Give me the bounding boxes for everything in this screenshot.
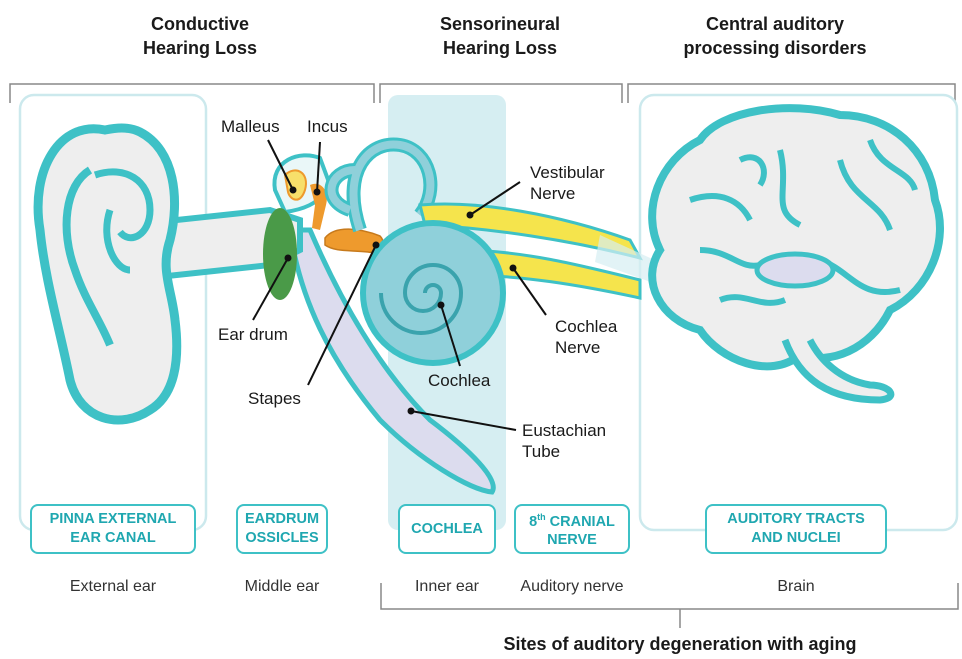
region-middle-ear: Middle ear (220, 578, 344, 596)
label-incus: Incus (307, 116, 348, 137)
box-pinna-line2: EAR CANAL (70, 529, 155, 548)
header-central-line2: processing disorders (660, 36, 890, 60)
brain-shape (652, 108, 940, 400)
header-conductive-line1: Conductive (120, 12, 280, 36)
footer-degeneration-title: Sites of auditory degeneration with agin… (470, 632, 890, 656)
label-vestibular-nerve: Vestibular Nerve (530, 162, 605, 204)
label-eustachian-line2: Tube (522, 441, 606, 462)
box-cochlea-line1: COCHLEA (411, 520, 483, 539)
label-eustachian-tube: Eustachian Tube (522, 420, 606, 462)
header-sensorineural-line2: Hearing Loss (420, 36, 580, 60)
box-eardrum-ossicles: EARDRUM OSSICLES (236, 504, 328, 554)
label-eustachian-line1: Eustachian (522, 420, 606, 441)
label-malleus: Malleus (221, 116, 280, 137)
header-central-line1: Central auditory (660, 12, 890, 36)
label-vestibular-line2: Nerve (530, 183, 605, 204)
box-cranial-ordinal: th (537, 512, 546, 522)
box-8th-cranial-nerve: 8th CRANIAL NERVE (514, 504, 630, 554)
label-vestibular-line1: Vestibular (530, 162, 605, 183)
box-pinna-external-ear-canal: PINNA EXTERNAL EAR CANAL (30, 504, 196, 554)
label-cochlea-nerve: Cochlea Nerve (555, 316, 617, 358)
header-conductive-line2: Hearing Loss (120, 36, 280, 60)
region-external-ear: External ear (30, 578, 196, 596)
header-central: Central auditory processing disorders (660, 12, 890, 60)
box-cranial-number: 8 (529, 513, 537, 529)
region-brain: Brain (746, 578, 846, 596)
box-cranial-line2: NERVE (547, 531, 597, 550)
box-cochlea: COCHLEA (398, 504, 496, 554)
cochlea-shape (363, 223, 503, 363)
eardrum-shape (263, 208, 297, 300)
label-stapes: Stapes (248, 388, 301, 409)
label-cochlea-nerve-line2: Nerve (555, 337, 617, 358)
box-cranial-line1: 8th CRANIAL (529, 508, 615, 532)
header-conductive: Conductive Hearing Loss (120, 12, 280, 60)
header-sensorineural-line1: Sensorineural (420, 12, 580, 36)
box-cranial-word: CRANIAL (546, 513, 615, 529)
label-cochlea-nerve-line1: Cochlea (555, 316, 617, 337)
box-eardrum-line2: OSSICLES (245, 529, 318, 548)
header-sensorineural: Sensorineural Hearing Loss (420, 12, 580, 60)
region-inner-ear: Inner ear (392, 578, 502, 596)
box-auditory-tracts-nuclei: AUDITORY TRACTS AND NUCLEI (705, 504, 887, 554)
label-cochlea: Cochlea (428, 370, 490, 391)
box-tracts-line2: AND NUCLEI (751, 529, 840, 548)
box-tracts-line1: AUDITORY TRACTS (727, 510, 865, 529)
region-auditory-nerve: Auditory nerve (502, 578, 642, 596)
label-ear-drum: Ear drum (218, 324, 288, 345)
box-pinna-line1: PINNA EXTERNAL (50, 510, 177, 529)
box-eardrum-line1: EARDRUM (245, 510, 319, 529)
